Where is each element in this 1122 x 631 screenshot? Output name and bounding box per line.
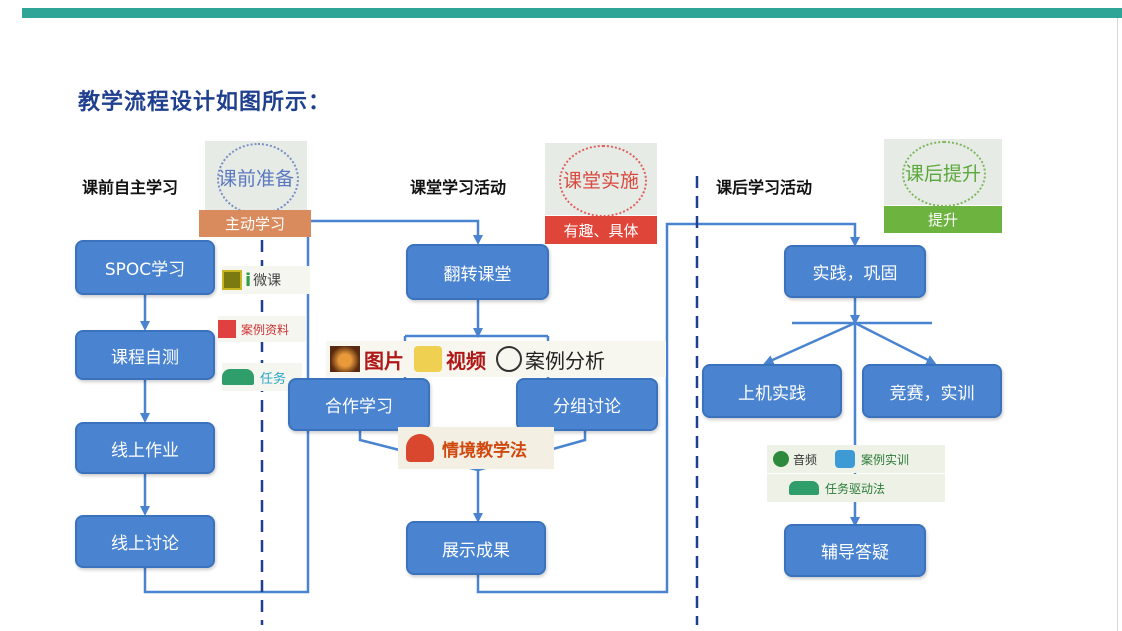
- resource-media-strip: 图片 视频 案例分析: [326, 341, 666, 377]
- presenter-icon: [406, 434, 434, 462]
- stamp-pre-text: 课前准备: [217, 167, 294, 190]
- section-label-post: 课后学习活动: [716, 178, 813, 197]
- stamp-post: 课后提升: [884, 139, 1002, 207]
- box-computer: 上机实践: [702, 364, 842, 418]
- top-accent-bar: [22, 8, 1122, 18]
- resource-picture-label: 图片: [364, 348, 404, 373]
- people-icon: [789, 481, 819, 495]
- audio-icon: [773, 451, 789, 467]
- page-title: 教学流程设计如图所示：: [78, 90, 332, 115]
- document-icon: [218, 320, 236, 338]
- resource-micro: i 微课: [222, 266, 310, 294]
- resource-audio-case: 音频 案例实训: [767, 445, 945, 473]
- video-icon: [414, 346, 442, 372]
- right-border-line: [1117, 18, 1118, 631]
- box-group: 分组讨论: [516, 378, 658, 431]
- resource-task-label: 任务: [260, 371, 287, 387]
- tag-pre: 主动学习: [199, 210, 311, 237]
- resource-task-driven-label: 任务驱动法: [825, 481, 886, 496]
- resource-case-analysis-label: 案例分析: [525, 348, 605, 373]
- resource-scenario: 情境教学法: [398, 427, 554, 469]
- resource-task-driven: 任务驱动法: [767, 474, 945, 502]
- box-flip: 翻转课堂: [406, 244, 549, 300]
- arrow-bar-to-computer: [763, 321, 856, 365]
- stamp-pre: 课前准备: [205, 141, 307, 215]
- box-spoc: SPOC学习: [75, 240, 215, 295]
- stamp-class: 课堂实施: [545, 143, 657, 217]
- resource-micro-label: 微课: [253, 273, 282, 289]
- box-selftest: 课程自测: [75, 330, 215, 380]
- box-discuss-online: 线上讨论: [75, 515, 215, 568]
- resource-audio-label: 音频: [793, 452, 818, 467]
- resource-micro-prefix: i: [245, 269, 252, 291]
- box-result: 展示成果: [406, 521, 546, 575]
- resource-video-label: 视频: [446, 348, 486, 373]
- section-label-pre: 课前自主学习: [82, 178, 179, 197]
- box-tutor: 辅导答疑: [784, 524, 926, 577]
- stamp-class-text: 课堂实施: [562, 169, 639, 192]
- tag-post: 提升: [884, 206, 1002, 233]
- film-icon: [222, 270, 242, 290]
- resource-case-training-label: 案例实训: [861, 452, 910, 467]
- tag-class: 有趣、具体: [545, 216, 657, 244]
- picture-icon: [330, 346, 360, 372]
- box-contest: 竞赛，实训: [862, 364, 1002, 418]
- section-label-class: 课堂学习活动: [410, 178, 507, 197]
- box-coop: 合作学习: [288, 378, 430, 431]
- box-practice: 实践，巩固: [784, 245, 926, 298]
- stamp-post-text: 课后提升: [904, 162, 981, 185]
- box-homework: 线上作业: [75, 422, 215, 474]
- resource-case-material-label: 案例资料: [241, 322, 290, 337]
- line-class-to-post: [476, 222, 860, 594]
- resource-case-material: 案例资料: [218, 316, 306, 342]
- resource-scenario-label: 情境教学法: [442, 440, 527, 461]
- flash-icon: [496, 346, 522, 372]
- people-icon: [222, 369, 254, 385]
- training-icon: [835, 450, 856, 468]
- arrow-bar-to-contest: [854, 321, 937, 365]
